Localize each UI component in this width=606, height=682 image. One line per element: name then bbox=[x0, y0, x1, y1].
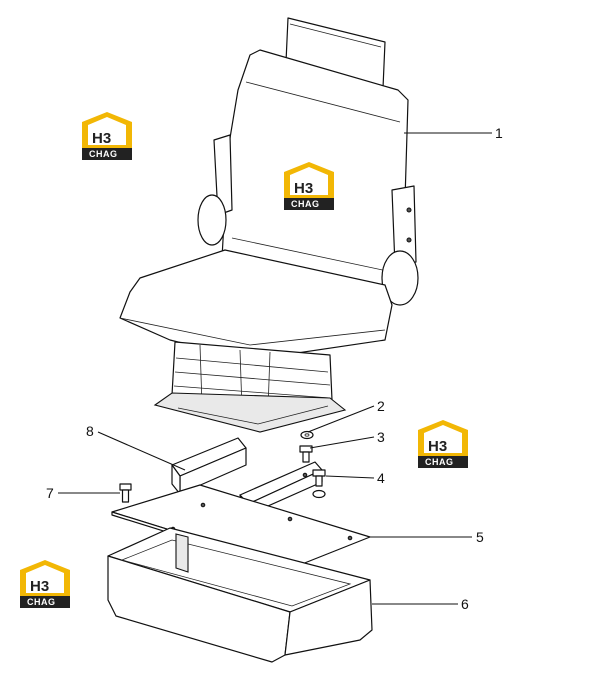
callouts: 1 2 3 4 5 6 7 8 bbox=[46, 125, 503, 612]
watermark-logo-4: H3 CHAG bbox=[20, 560, 70, 608]
svg-text:CHAG: CHAG bbox=[425, 457, 454, 467]
callout-4: 4 bbox=[377, 470, 385, 486]
watermark-logo-3: H3 CHAG bbox=[418, 420, 468, 468]
bolt-washer-part-4 bbox=[312, 469, 326, 499]
seat-base-box bbox=[107, 527, 373, 663]
leader-lines bbox=[58, 132, 492, 605]
right-armrest bbox=[381, 185, 419, 306]
callout-3: 3 bbox=[377, 429, 385, 445]
callout-7: 7 bbox=[46, 485, 54, 501]
svg-text:H3: H3 bbox=[428, 438, 447, 455]
svg-text:H3: H3 bbox=[294, 180, 313, 197]
watermark-logo-2: H3 CHAG bbox=[284, 162, 334, 210]
seat-cushion bbox=[119, 249, 393, 361]
callout-8: 8 bbox=[86, 423, 94, 439]
watermark-logo-1: H3 CHAG bbox=[82, 112, 132, 160]
slide-rail-left bbox=[171, 437, 247, 495]
bolt-part-7 bbox=[119, 483, 132, 503]
svg-text:CHAG: CHAG bbox=[27, 597, 56, 607]
suspension-bellows bbox=[153, 341, 347, 433]
callout-2: 2 bbox=[377, 398, 385, 414]
svg-text:H3: H3 bbox=[30, 578, 49, 595]
left-armrest bbox=[197, 134, 233, 246]
svg-text:CHAG: CHAG bbox=[291, 199, 320, 209]
washer-part-2 bbox=[300, 430, 314, 440]
svg-text:CHAG: CHAG bbox=[89, 149, 118, 159]
callout-6: 6 bbox=[461, 596, 469, 612]
bolt-part-3 bbox=[299, 445, 313, 463]
svg-text:H3: H3 bbox=[92, 130, 111, 147]
callout-1: 1 bbox=[495, 125, 503, 141]
callout-5: 5 bbox=[476, 529, 484, 545]
